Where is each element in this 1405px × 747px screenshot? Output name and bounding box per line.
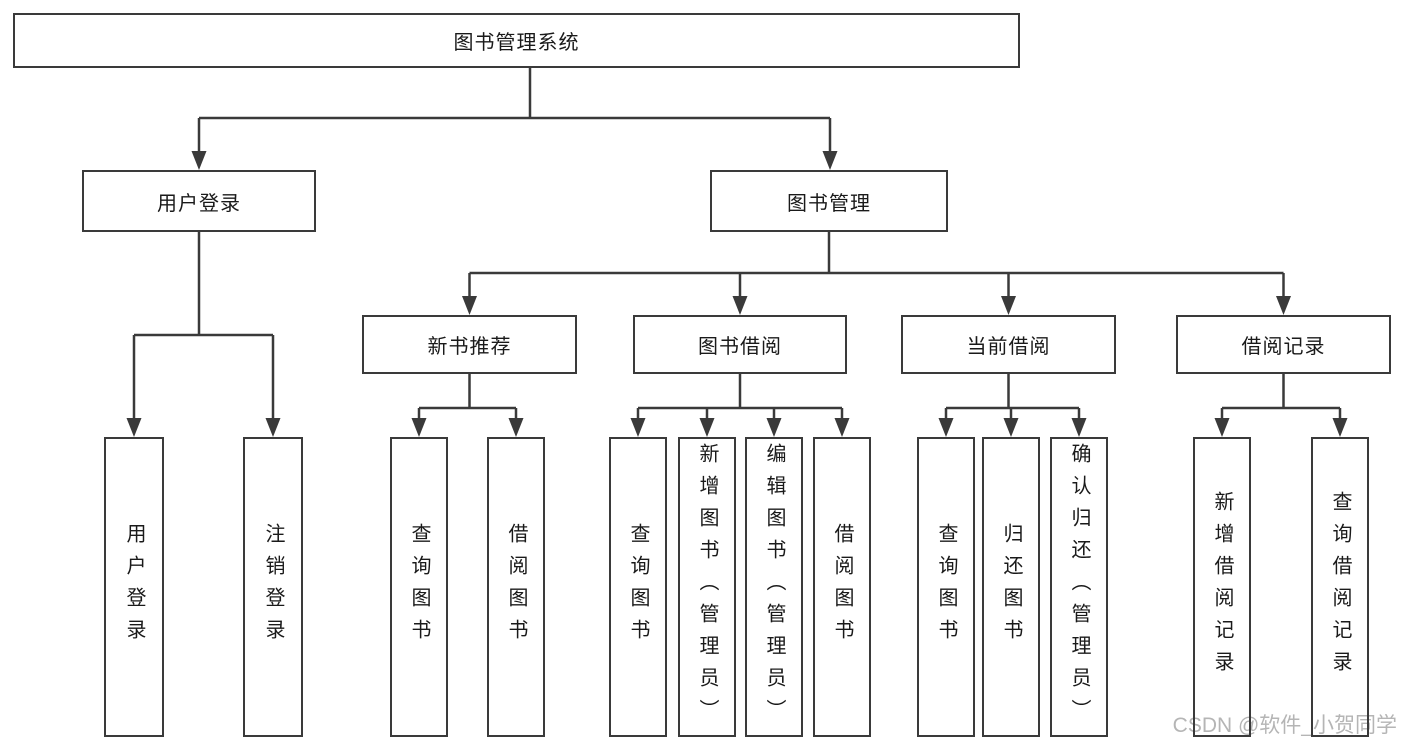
leaf-borrow-book-2: 借阅图书 (813, 437, 871, 737)
node-label: 新书推荐 (427, 336, 512, 358)
node-book-management: 图书管理 (710, 170, 948, 232)
node-label: 用户登录 (123, 523, 145, 651)
node-label: 借阅图书 (831, 523, 853, 651)
node-user-login: 用户登录 (82, 170, 316, 232)
leaf-add-book-admin: 新增图书（管理员） (678, 437, 736, 737)
arrowheads (126, 151, 1348, 437)
leaf-add-borrow-record: 新增借阅记录 (1193, 437, 1251, 737)
node-label: 确认归还（管理员） (1068, 443, 1090, 731)
leaf-user-login: 用户登录 (104, 437, 164, 737)
node-label: 归还图书 (1000, 523, 1022, 651)
node-book-borrow: 图书借阅 (633, 315, 847, 374)
connector-newbook-split (419, 374, 516, 410)
connector-root-split (199, 68, 830, 120)
node-borrow-record: 借阅记录 (1176, 315, 1391, 374)
csdn-watermark: CSDN @软件_小贺同学 (1172, 714, 1397, 737)
leaf-logout: 注销登录 (243, 437, 303, 737)
node-label: 用户登录 (157, 192, 241, 215)
leaf-borrow-book-1: 借阅图书 (487, 437, 545, 737)
leaf-edit-book-admin: 编辑图书（管理员） (745, 437, 803, 737)
leaf-query-book-2: 查询图书 (609, 437, 667, 737)
node-label: 查询图书 (408, 523, 430, 651)
node-label: 查询借阅记录 (1329, 491, 1351, 683)
node-label: 注销登录 (262, 523, 284, 651)
node-current-borrow: 当前借阅 (901, 315, 1116, 374)
leaf-confirm-return-admin: 确认归还（管理员） (1050, 437, 1108, 737)
node-label: 查询图书 (627, 523, 649, 651)
leaf-return-book: 归还图书 (982, 437, 1040, 737)
node-label: 编辑图书（管理员） (763, 443, 785, 731)
node-label: 借阅图书 (505, 523, 527, 651)
node-label: 新增图书（管理员） (696, 443, 718, 731)
node-label: 查询图书 (935, 523, 957, 651)
connector-current-split (946, 374, 1079, 410)
node-root: 图书管理系统 (13, 13, 1020, 68)
leaf-query-borrow-record: 查询借阅记录 (1311, 437, 1369, 737)
node-label: 新增借阅记录 (1211, 491, 1233, 683)
node-label: 当前借阅 (966, 336, 1051, 358)
node-label: 图书借阅 (698, 336, 782, 358)
connector-borrow-split (638, 374, 842, 410)
node-label: 图书管理 (787, 192, 871, 215)
node-root-label: 图书管理系统 (453, 32, 580, 54)
node-label: 借阅记录 (1241, 336, 1326, 358)
leaf-query-book-1: 查询图书 (390, 437, 448, 737)
connector-record-split (1222, 374, 1340, 410)
connector-bookmgmt-split (469, 232, 1284, 275)
leaf-query-book-3: 查询图书 (917, 437, 975, 737)
node-new-book-recommend: 新书推荐 (362, 315, 577, 374)
connector-userlogin-split (134, 232, 273, 337)
